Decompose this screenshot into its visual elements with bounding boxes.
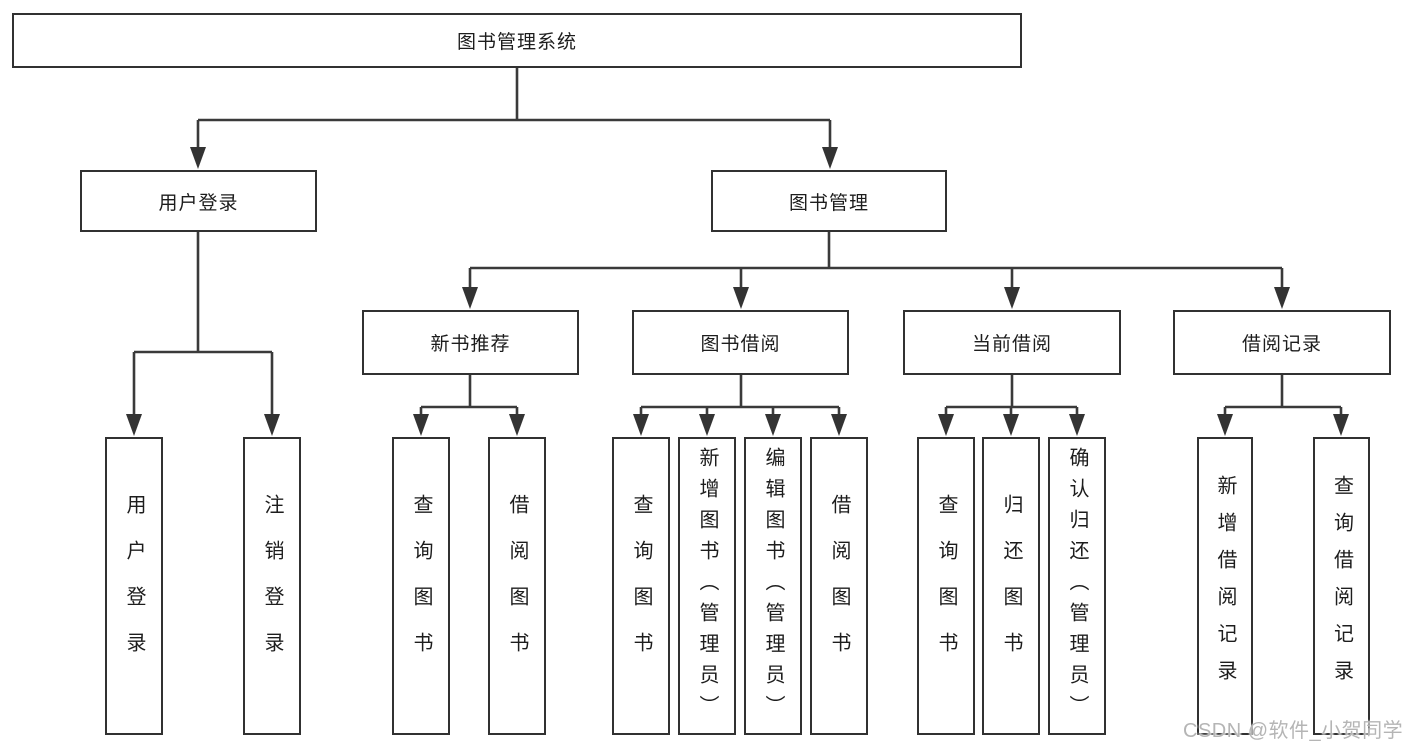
node-label: 查询图书 bbox=[410, 494, 432, 678]
leaf-logout: 注销登录 bbox=[243, 437, 301, 735]
node-label: 图书管理 bbox=[788, 192, 869, 214]
leaf-add-book-admin: 新增图书（管理员） bbox=[678, 437, 736, 735]
node-label: 用户登录 bbox=[123, 494, 145, 678]
node-label: 借阅记录 bbox=[1241, 334, 1322, 355]
node-label: 编辑图书（管理员） bbox=[762, 446, 784, 726]
leaf-confirm-return-admin: 确认归还（管理员） bbox=[1048, 437, 1106, 735]
node-label: 归还图书 bbox=[1000, 494, 1022, 678]
leaf-query-books-recommend: 查询图书 bbox=[392, 437, 450, 735]
node-borrowing-records: 借阅记录 bbox=[1173, 310, 1391, 375]
node-label: 用户登录 bbox=[158, 192, 239, 214]
leaf-borrow-books-recommend: 借阅图书 bbox=[488, 437, 546, 735]
node-book-borrowing: 图书借阅 bbox=[632, 310, 849, 375]
node-label: 图书借阅 bbox=[700, 334, 781, 355]
node-label: 确认归还（管理员） bbox=[1066, 446, 1088, 726]
leaf-borrow-books: 借阅图书 bbox=[810, 437, 868, 735]
node-new-book-recommendation: 新书推荐 bbox=[362, 310, 579, 375]
arrowheads bbox=[126, 147, 1349, 436]
node-label: 当前借阅 bbox=[971, 334, 1052, 355]
node-label: 查询借阅记录 bbox=[1330, 475, 1353, 697]
leaf-add-borrow-record: 新增借阅记录 bbox=[1197, 437, 1253, 735]
node-label: 借阅图书 bbox=[828, 494, 850, 678]
node-user-login: 用户登录 bbox=[80, 170, 317, 232]
node-current-borrowing: 当前借阅 bbox=[903, 310, 1121, 375]
node-label: 查询图书 bbox=[630, 494, 652, 678]
leaf-user-login: 用户登录 bbox=[105, 437, 163, 735]
node-label: 借阅图书 bbox=[506, 494, 528, 678]
node-library-management-system: 图书管理系统 bbox=[12, 13, 1022, 68]
node-label: 查询图书 bbox=[935, 494, 957, 678]
leaf-return-book: 归还图书 bbox=[982, 437, 1040, 735]
node-book-management: 图书管理 bbox=[711, 170, 947, 232]
leaf-query-books-borrow: 查询图书 bbox=[612, 437, 670, 735]
leaf-query-borrow-record: 查询借阅记录 bbox=[1313, 437, 1370, 735]
node-label: 新增图书（管理员） bbox=[696, 446, 718, 726]
node-label: 图书管理系统 bbox=[456, 32, 577, 53]
node-label: 注销登录 bbox=[261, 494, 283, 678]
leaf-edit-book-admin: 编辑图书（管理员） bbox=[744, 437, 802, 735]
node-label: 新增借阅记录 bbox=[1214, 475, 1236, 697]
leaf-query-books-current: 查询图书 bbox=[917, 437, 975, 735]
node-label: 新书推荐 bbox=[430, 334, 511, 355]
csdn-watermark: CSDN @软件_小贺同学 bbox=[1183, 720, 1404, 742]
